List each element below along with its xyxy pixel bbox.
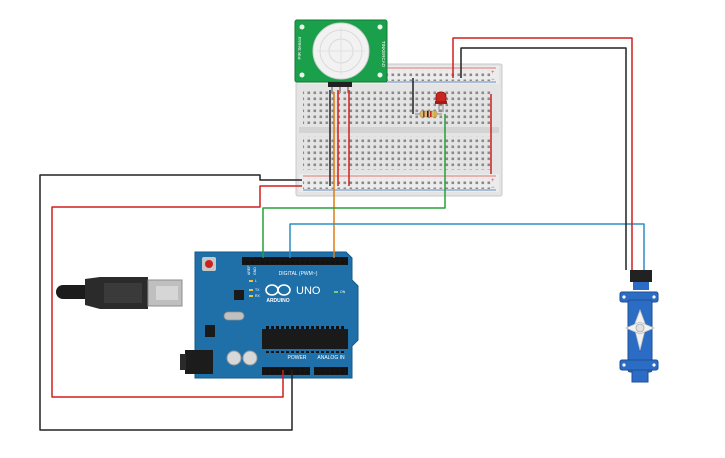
- wires: [39, 37, 645, 431]
- aref-label: AREF: [247, 266, 251, 275]
- red-led[interactable]: [435, 91, 447, 112]
- pir-label-right: TINKERCAD: [381, 41, 386, 68]
- rail-plus-sign: +: [491, 70, 495, 76]
- servo-motor[interactable]: [619, 270, 659, 383]
- tx-led-label: TX: [255, 288, 260, 292]
- pir-sensor[interactable]: PIR Sensor TINKERCAD: [294, 19, 388, 93]
- power-jack: [185, 350, 213, 374]
- rail-minus-sign: −: [491, 185, 495, 191]
- svg-text:ARDUINO: ARDUINO: [266, 298, 289, 304]
- breadboard-center-channel: [299, 127, 499, 133]
- rail-plus-sign: +: [491, 178, 495, 184]
- capacitor: [226, 350, 242, 366]
- resistor[interactable]: [415, 110, 442, 118]
- wire-servo-signal[interactable]: [289, 223, 645, 270]
- breadboard-upper-terminals: [303, 90, 493, 124]
- arduino-logo: ARDUINO: [265, 284, 291, 304]
- atmega-chip: [262, 329, 348, 349]
- rail-minus-sign: −: [491, 77, 495, 83]
- on-led-label: ON: [340, 290, 346, 294]
- gnd-label: GND: [253, 267, 257, 275]
- servo-connector: [630, 270, 652, 282]
- wire-servo-ground[interactable]: [460, 47, 627, 270]
- l-led-label: L: [255, 279, 257, 283]
- wire-arduino-gnd[interactable]: [39, 174, 302, 431]
- breadboard: + − + −: [295, 63, 503, 197]
- pir-pin-header: [328, 82, 352, 87]
- uno-label: UNO: [296, 285, 321, 297]
- usb-cable: [56, 277, 183, 309]
- pir-label-left: PIR Sensor: [297, 36, 302, 60]
- power-label: POWER: [288, 355, 307, 361]
- crystal-oscillator: [223, 311, 245, 321]
- wire-led-signal[interactable]: [262, 114, 446, 258]
- usb-chip: [234, 290, 244, 300]
- analog-label: ANALOG IN: [317, 355, 345, 361]
- capacitor: [242, 350, 258, 366]
- rx-led-label: RX: [255, 294, 261, 298]
- wire-servo-power[interactable]: [452, 37, 633, 270]
- arduino-uno[interactable]: DIGITAL (PWM~) AREF GND ARDUINO UNO L TX…: [56, 251, 359, 379]
- breadboard-lower-terminals: [303, 136, 493, 170]
- voltage-regulator: [205, 325, 215, 337]
- wire-arduino-5v[interactable]: [51, 185, 302, 398]
- digital-label: DIGITAL (PWM~): [279, 271, 318, 277]
